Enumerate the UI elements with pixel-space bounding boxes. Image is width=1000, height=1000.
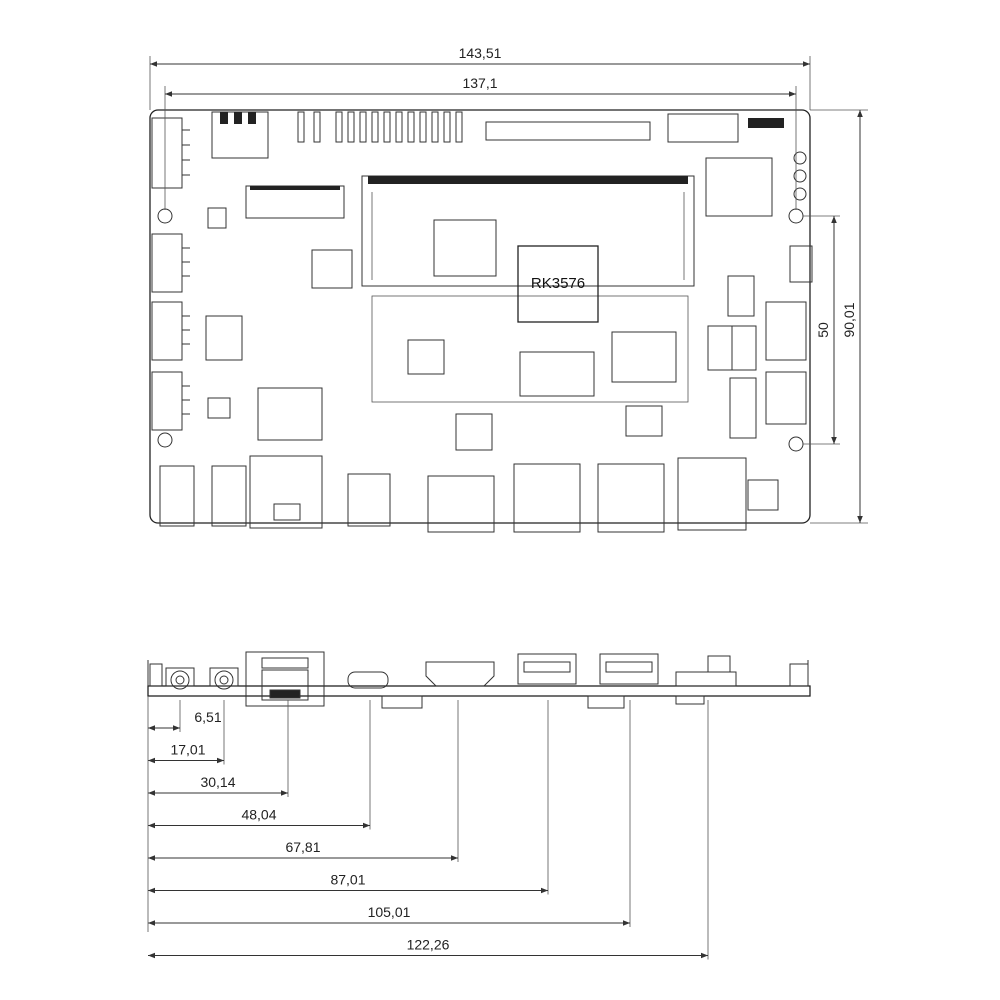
svg-text:50: 50 [815, 322, 831, 338]
offset-label: 67,81 [285, 839, 320, 855]
header-pin [395, 111, 403, 143]
memory-chip-3 [611, 331, 677, 383]
header-pin [407, 111, 415, 143]
header-pin [359, 111, 367, 143]
header-pin [455, 111, 463, 143]
dim-hole-spacing-x: 137,1 [164, 75, 797, 210]
board-outline [149, 109, 811, 524]
top-view: RK3576 [149, 45, 868, 533]
mounting-hole-top-right [788, 208, 804, 224]
pmic-chip [407, 339, 445, 375]
memory-chip-2 [519, 351, 595, 397]
dim-board-width: 143,51 [149, 45, 811, 110]
offset-label: 30,14 [200, 774, 235, 790]
offset-label: 17,01 [170, 742, 205, 758]
memory-chip-1 [433, 219, 497, 277]
mounting-hole-top-left [157, 208, 173, 224]
dim-hole-spacing-y: 50 [803, 215, 840, 445]
offset-label: 87,01 [330, 872, 365, 888]
header-pin [443, 111, 451, 143]
header-pin [371, 111, 379, 143]
header-pin [419, 111, 427, 143]
fpc-connector [485, 121, 651, 141]
side-connectors [165, 651, 737, 709]
top-right-connector [667, 113, 739, 143]
soc-chip-label: RK3576 [531, 275, 585, 292]
mounting-hole-bottom-left [157, 432, 173, 448]
side-pcb [147, 685, 811, 697]
right-connectors [707, 151, 813, 439]
offset-label: 6,51 [194, 709, 221, 725]
soc-chip [517, 245, 599, 323]
offset-label: 105,01 [368, 904, 411, 920]
header-pin [383, 111, 391, 143]
som-module [371, 295, 689, 403]
header-pin [431, 111, 439, 143]
sodimm-socket [361, 175, 695, 287]
header-pin [313, 111, 321, 143]
offset-label: 122,26 [407, 937, 450, 953]
bottom-io-top-view [159, 455, 779, 533]
header-pin [347, 111, 355, 143]
dim-board-height: 90,01 [810, 109, 868, 524]
svg-text:143,51: 143,51 [459, 45, 502, 61]
header-pin [297, 111, 305, 143]
svg-text:137,1: 137,1 [462, 75, 497, 91]
svg-text:90,01: 90,01 [841, 302, 857, 337]
top-pin-headers [211, 111, 463, 159]
left-connectors [151, 117, 190, 431]
offset-label: 48,04 [241, 807, 276, 823]
mounting-hole-bottom-right [788, 436, 804, 452]
header-pin [335, 111, 343, 143]
m2-slot [245, 185, 345, 219]
